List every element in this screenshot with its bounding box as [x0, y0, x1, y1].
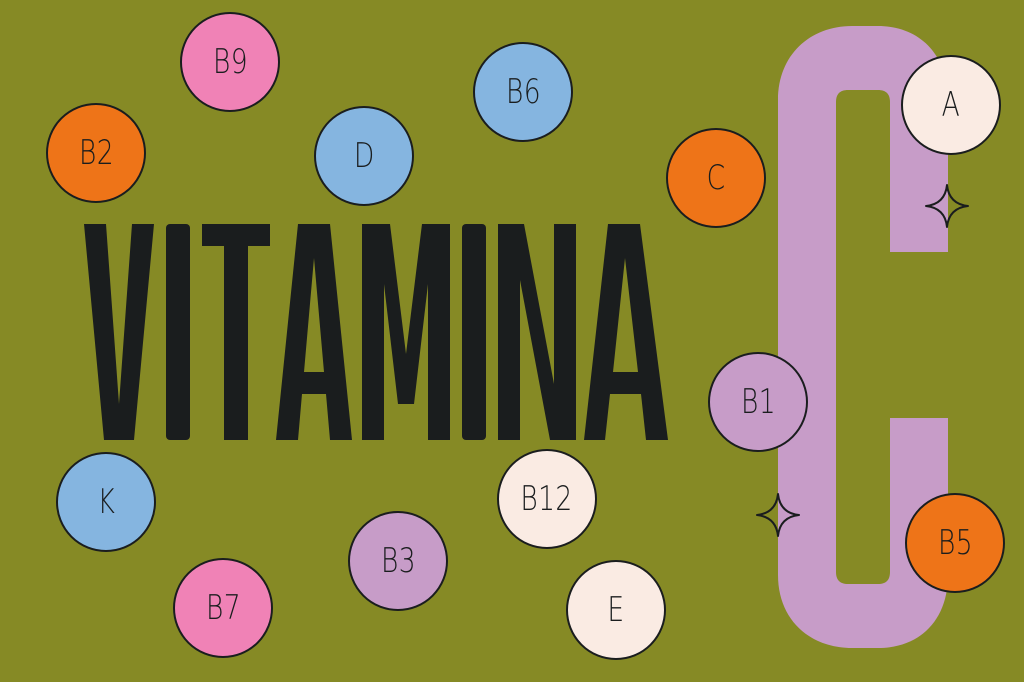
- badge-k: K: [56, 452, 156, 552]
- badge-b1: B1: [708, 352, 808, 452]
- badge-label: B5: [937, 523, 973, 563]
- badge-b2: B2: [46, 103, 146, 203]
- badge-b12: B12: [497, 449, 597, 549]
- sparkle-icon: [756, 493, 800, 537]
- badge-b5: B5: [905, 493, 1005, 593]
- title-lettering: [84, 224, 668, 440]
- page-title: VITAMINA: [84, 214, 684, 450]
- badge-label: D: [353, 136, 375, 176]
- badge-label: B3: [380, 541, 416, 581]
- badge-label: K: [97, 482, 115, 522]
- badge-label: A: [941, 85, 961, 125]
- badge-label: B6: [505, 72, 541, 112]
- badge-e: E: [566, 560, 666, 660]
- badge-b9: B9: [180, 12, 280, 112]
- badge-label: C: [706, 158, 726, 198]
- badge-label: B7: [205, 588, 241, 628]
- badge-d: D: [314, 106, 414, 206]
- badge-c: C: [666, 128, 766, 228]
- badge-b3: B3: [348, 511, 448, 611]
- badge-label: E: [607, 590, 625, 630]
- badge-label: B2: [78, 133, 114, 173]
- badge-label: B9: [212, 42, 248, 82]
- badge-a: A: [901, 55, 1001, 155]
- sparkle-icon: [925, 184, 969, 228]
- badge-label: B12: [520, 479, 574, 519]
- badge-b6: B6: [473, 42, 573, 142]
- badge-b7: B7: [173, 558, 273, 658]
- badge-label: B1: [740, 382, 776, 422]
